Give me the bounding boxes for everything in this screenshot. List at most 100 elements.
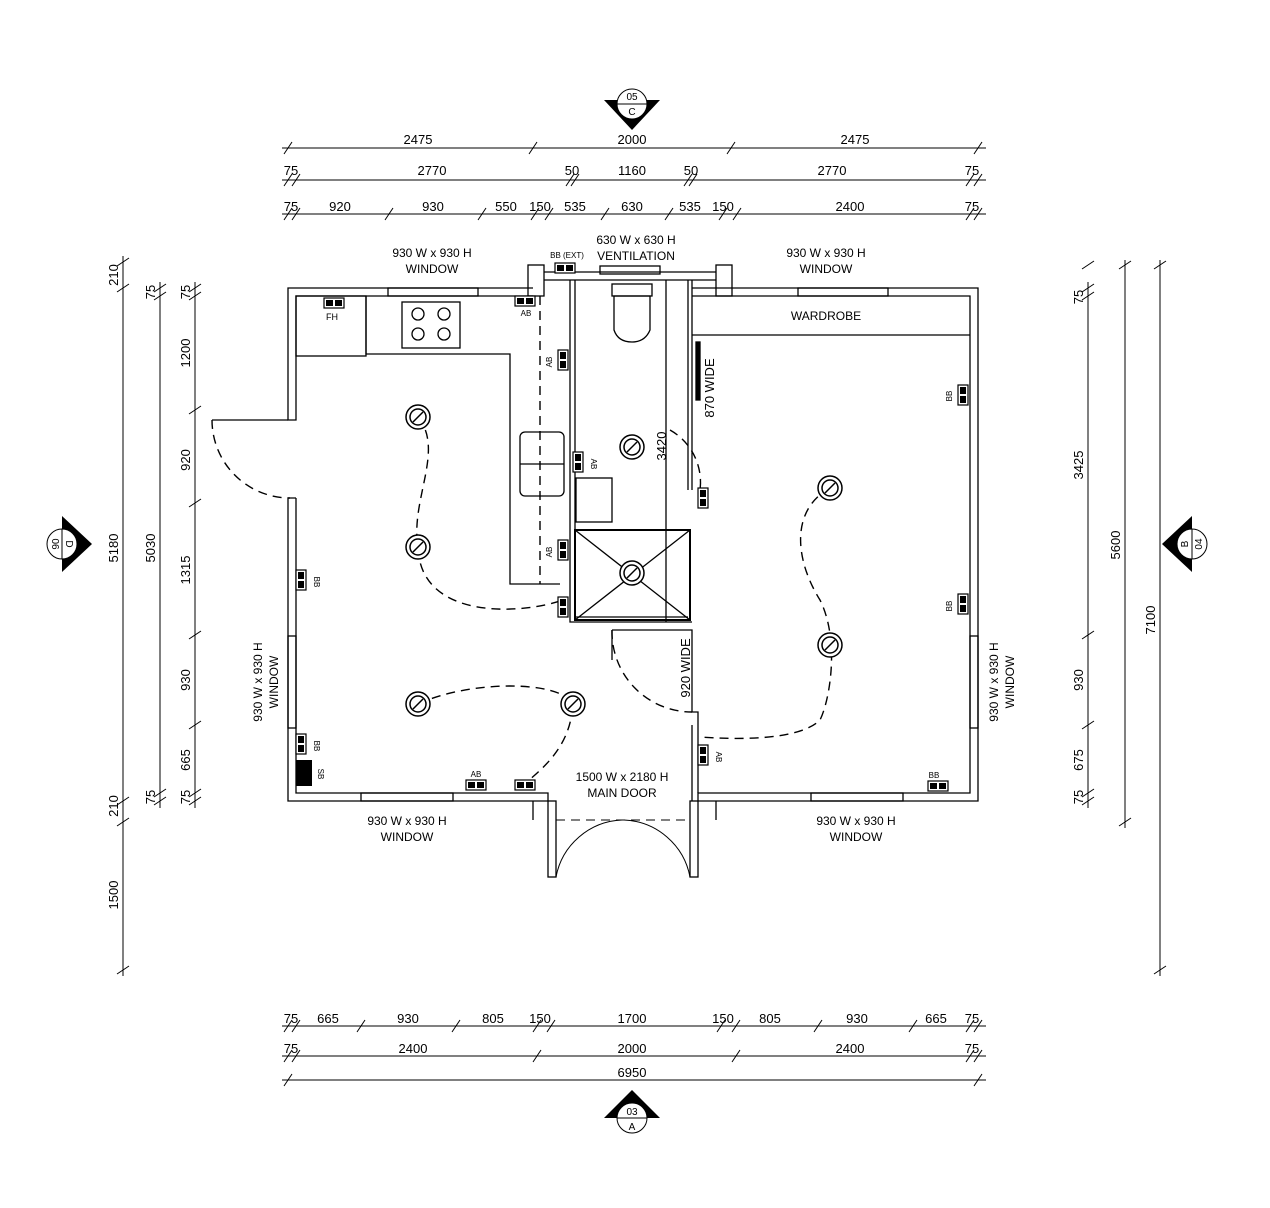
doors[interactable] [211, 419, 702, 878]
power-outlet-icon [557, 539, 569, 561]
dimension-value: 75 [1071, 290, 1086, 304]
dimension-value: 920 [329, 199, 351, 214]
dimension-value: 150 [529, 199, 551, 214]
power-outlet-icon [557, 596, 569, 618]
dimension-value: 150 [529, 1011, 551, 1026]
dimension-value: 2400 [399, 1041, 428, 1056]
dimension-value: 550 [495, 199, 517, 214]
ceiling-light-icon [405, 691, 431, 717]
dimension-value: 75 [965, 1041, 979, 1056]
dimension-value: 7100 [1143, 606, 1158, 635]
power-outlet-icon [295, 733, 307, 755]
power-outlet-icon [572, 451, 584, 473]
dimension-value: 5600 [1108, 531, 1123, 560]
walls [287, 264, 979, 878]
ab-label: AB [589, 459, 598, 470]
bb-label: BB [312, 577, 321, 588]
dimension-value: 2000 [618, 132, 647, 147]
section-letter: D [63, 540, 74, 547]
annotations: 930 W x 930 H WINDOW 630 W x 630 H VENTI… [251, 233, 1017, 844]
dimension-value: 535 [679, 199, 701, 214]
power-outlet-icon [295, 569, 307, 591]
smoke-alarm-icon [296, 760, 312, 786]
dimension-value: 75 [284, 199, 298, 214]
bb-ext-label: BB (EXT) [550, 251, 584, 260]
vent-label: VENTILATION [597, 249, 675, 263]
dimension-value: 1160 [618, 163, 646, 178]
power-outlet-icon [323, 297, 345, 309]
lighting [405, 404, 843, 789]
power-outlet-icon [927, 780, 949, 792]
wardrobe-label: WARDROBE [791, 309, 861, 323]
window-size: 930 W x 930 H [367, 814, 446, 828]
dimension-value: 75 [143, 790, 158, 804]
dimension-value: 930 [1071, 669, 1086, 691]
window-label: WINDOW [406, 262, 459, 276]
windows [287, 265, 979, 802]
dimension-value: 1200 [178, 339, 193, 368]
ab-label: AB [521, 309, 532, 318]
power-outlet-icon [514, 295, 536, 307]
ceiling-light-icon [619, 560, 645, 586]
section-marker-top: 05 C [604, 88, 660, 130]
door-size: 1500 W x 2180 H [576, 770, 669, 784]
dimension-value: 75 [284, 1041, 298, 1056]
power-outlet-icon [697, 487, 709, 509]
dimension-value: 2475 [841, 132, 870, 147]
dimension-value: 50 [684, 163, 698, 178]
vent-size: 630 W x 630 H [596, 233, 675, 247]
dimension-value: 2475 [404, 132, 433, 147]
ceiling-light-icon [619, 434, 645, 460]
power-outlet-icon [957, 593, 969, 615]
dimension-value: 675 [1071, 749, 1086, 771]
section-letter: A [629, 1122, 636, 1133]
dimension-value: 805 [482, 1011, 504, 1026]
dimension-value: 930 [422, 199, 444, 214]
window-label: WINDOW [267, 655, 281, 708]
wardrobe: WARDROBE [692, 309, 970, 336]
shower-icon [574, 529, 691, 621]
dimension-value: 930 [846, 1011, 868, 1026]
fh-label: FH [326, 312, 338, 322]
ceiling-light-icon [560, 691, 586, 717]
ceiling-light-icon [405, 404, 431, 430]
window-label: WINDOW [381, 830, 434, 844]
dimension-value: 1500 [106, 881, 121, 910]
ab-label: AB [471, 770, 482, 779]
bb-label: BB [312, 741, 321, 752]
dimension-value: 2400 [836, 1041, 865, 1056]
toilet-icon [613, 295, 651, 343]
section-letter: C [628, 107, 635, 118]
dimension-value: 75 [178, 285, 193, 299]
bb-label: BB [929, 771, 940, 780]
dimension-value: 630 [621, 199, 643, 214]
dimension-value: 150 [712, 1011, 734, 1026]
ceiling-light-icon [405, 534, 431, 560]
section-letter: B [1180, 540, 1191, 547]
dimension-value: 75 [965, 199, 979, 214]
ab-label: AB [545, 357, 554, 368]
window-size: 930 W x 930 H [392, 246, 471, 260]
dimension-value: 665 [178, 749, 193, 771]
section-number: 05 [626, 92, 638, 103]
dimension-value: 50 [565, 163, 579, 178]
dimension-value: 1700 [618, 1011, 647, 1026]
robe-door-dim: 870 WIDE [702, 358, 717, 418]
window-size: 930 W x 930 H [786, 246, 865, 260]
dimension-value: 805 [759, 1011, 781, 1026]
section-number: 06 [49, 538, 60, 550]
dimension-ticks [116, 141, 1167, 1087]
dimension-value: 5030 [143, 534, 158, 563]
dimension-value: 75 [1071, 790, 1086, 804]
power-outlet-icon [465, 779, 487, 791]
dimension-value: 75 [284, 1011, 298, 1026]
dimension-value: 75 [143, 285, 158, 299]
power-outlet-icon [557, 349, 569, 371]
window-size: 930 W x 930 H [987, 642, 1001, 721]
window-label: WINDOW [1003, 655, 1017, 708]
dimension-value: 665 [925, 1011, 947, 1026]
dimension-value: 75 [965, 1011, 979, 1026]
